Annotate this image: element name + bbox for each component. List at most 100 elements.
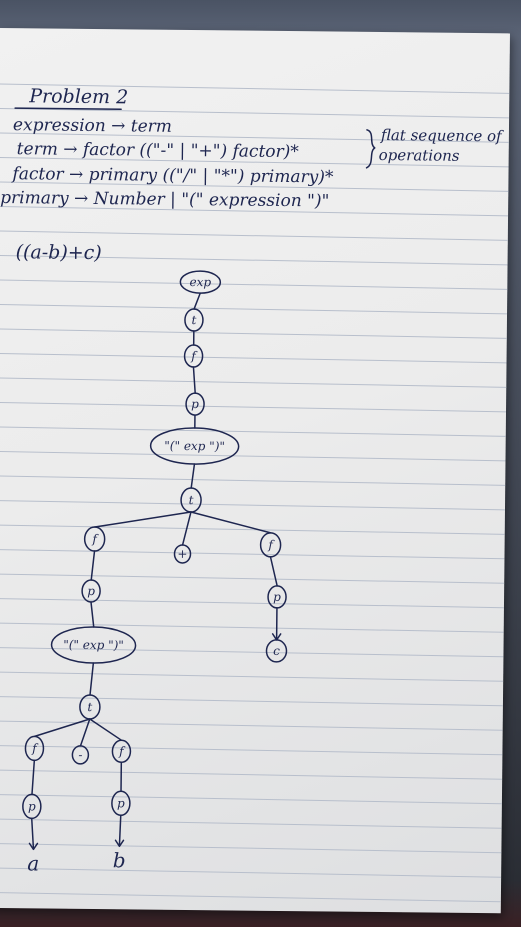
ruled-line bbox=[0, 573, 505, 584]
tree-node-p_a: p bbox=[22, 793, 42, 820]
side-note-line-2: operations bbox=[379, 146, 460, 165]
tree-edge-t3-f_b bbox=[89, 718, 123, 742]
leaf-arrow-a bbox=[30, 817, 35, 850]
tree-node-f_a: f bbox=[24, 735, 45, 762]
ruled-line bbox=[0, 156, 509, 168]
tree-edge-t3-minus bbox=[79, 718, 91, 747]
grammar-rule-expression: expression → term bbox=[13, 115, 172, 137]
tree-node-outline bbox=[71, 745, 90, 765]
ruled-line bbox=[0, 181, 509, 192]
tree-node-label: p bbox=[191, 397, 199, 411]
tree-node-root_exp: exp bbox=[179, 270, 222, 294]
tree-node-outline bbox=[149, 427, 240, 465]
tree-node-p_b: p bbox=[111, 790, 131, 817]
tree-node-outline bbox=[24, 735, 45, 762]
ruled-line bbox=[0, 303, 508, 315]
tree-node-label: t bbox=[191, 313, 196, 327]
ruled-line bbox=[0, 671, 504, 682]
problem-heading: Problem 2 bbox=[28, 85, 128, 108]
tree-node-outline bbox=[183, 344, 204, 368]
tree-edge-f_a-p_a bbox=[31, 759, 36, 796]
tree-edge-t2-f_right bbox=[190, 511, 272, 534]
ruled-line bbox=[0, 499, 505, 511]
tree-edge-group2-t3 bbox=[89, 662, 95, 696]
ruled-line bbox=[0, 597, 504, 609]
ruled-line bbox=[0, 646, 504, 658]
ruled-line bbox=[0, 426, 506, 437]
tree-node-outline bbox=[81, 579, 101, 603]
tree-node-p_right: p bbox=[267, 585, 287, 609]
leaf-arrowhead-b bbox=[114, 839, 125, 848]
tree-node-p1: p bbox=[185, 392, 205, 416]
tree-node-t3: t bbox=[79, 694, 101, 720]
ruled-line bbox=[0, 769, 503, 780]
tree-node-label: f bbox=[91, 532, 99, 546]
tree-edge-f1-p1 bbox=[192, 366, 196, 394]
ruled-line bbox=[0, 524, 505, 535]
ruled-line bbox=[0, 377, 507, 388]
ruled-line bbox=[0, 107, 510, 119]
leaf-arrow-b bbox=[118, 814, 122, 847]
example-expression: ((a-b)+c) bbox=[16, 241, 102, 264]
ruled-line bbox=[0, 352, 507, 364]
grammar-rule-term: term → factor (("-" | "+") factor)* bbox=[17, 139, 300, 162]
tree-node-label: f bbox=[190, 349, 198, 363]
tree-node-t1: t bbox=[184, 308, 204, 332]
tree-edge-root_exp-t1 bbox=[193, 292, 201, 310]
tree-edge-group1-t2 bbox=[190, 463, 196, 489]
tree-node-label: + bbox=[177, 547, 187, 561]
tree-node-label: t bbox=[189, 493, 194, 507]
tree-node-f_left: f bbox=[83, 526, 106, 552]
tree-node-c: c bbox=[265, 639, 288, 663]
ruled-line bbox=[0, 622, 504, 633]
grouping-brace bbox=[365, 129, 376, 169]
ruled-line bbox=[0, 891, 501, 903]
tree-node-label: f bbox=[267, 538, 275, 552]
page-drawing: Problem 2 expression → term term → facto… bbox=[0, 83, 510, 903]
tree-edge-f_right-p_right bbox=[269, 556, 278, 587]
tree-node-outline bbox=[259, 532, 282, 558]
ruled-line bbox=[0, 254, 508, 266]
ruled-line bbox=[0, 205, 509, 217]
ruled-line bbox=[0, 695, 503, 707]
tree-node-label: "(" exp ")" bbox=[164, 439, 225, 454]
tree-node-t2: t bbox=[180, 487, 202, 513]
grammar-rule-factor: factor → primary (("/" | "*") primary)* bbox=[10, 164, 334, 187]
tree-node-outline bbox=[180, 487, 202, 513]
ruled-lines bbox=[0, 83, 510, 903]
tree-node-f1: f bbox=[183, 344, 204, 368]
ruled-line bbox=[0, 720, 503, 731]
tree-node-group1: "(" exp ")" bbox=[149, 427, 240, 465]
leaf-b: b bbox=[113, 848, 126, 872]
leaf-arrowhead-a bbox=[28, 842, 39, 851]
tree-node-f_b: f bbox=[111, 739, 132, 764]
tree-node-label: p bbox=[28, 799, 36, 813]
tree-node-outline bbox=[79, 694, 101, 720]
leaf-a: a bbox=[27, 851, 39, 875]
ruled-line bbox=[0, 83, 510, 94]
tree-node-outline bbox=[111, 739, 132, 764]
ruled-line bbox=[0, 548, 505, 560]
ruled-line bbox=[0, 132, 509, 143]
ruled-line bbox=[0, 450, 506, 462]
ruled-line bbox=[0, 475, 506, 486]
tree-node-label: f bbox=[31, 741, 39, 755]
arrowhead-c bbox=[271, 633, 282, 641]
tree-edge-t2-plus bbox=[181, 511, 192, 546]
ruled-line bbox=[0, 818, 502, 829]
ruled-line bbox=[0, 867, 502, 878]
tree-node-f_right: f bbox=[259, 532, 282, 558]
ruled-line bbox=[0, 793, 502, 805]
ruled-line bbox=[0, 279, 508, 290]
tree-node-plus: + bbox=[173, 544, 192, 564]
tree-node-label: c bbox=[273, 644, 280, 658]
heading-underline bbox=[14, 107, 122, 111]
tree-node-label: - bbox=[78, 748, 82, 762]
tree-node-outline bbox=[184, 308, 204, 332]
tree-node-outline bbox=[83, 526, 106, 552]
tree-node-group2: "(" exp ")" bbox=[50, 626, 137, 664]
tree-node-label: "(" exp ")" bbox=[63, 638, 124, 653]
